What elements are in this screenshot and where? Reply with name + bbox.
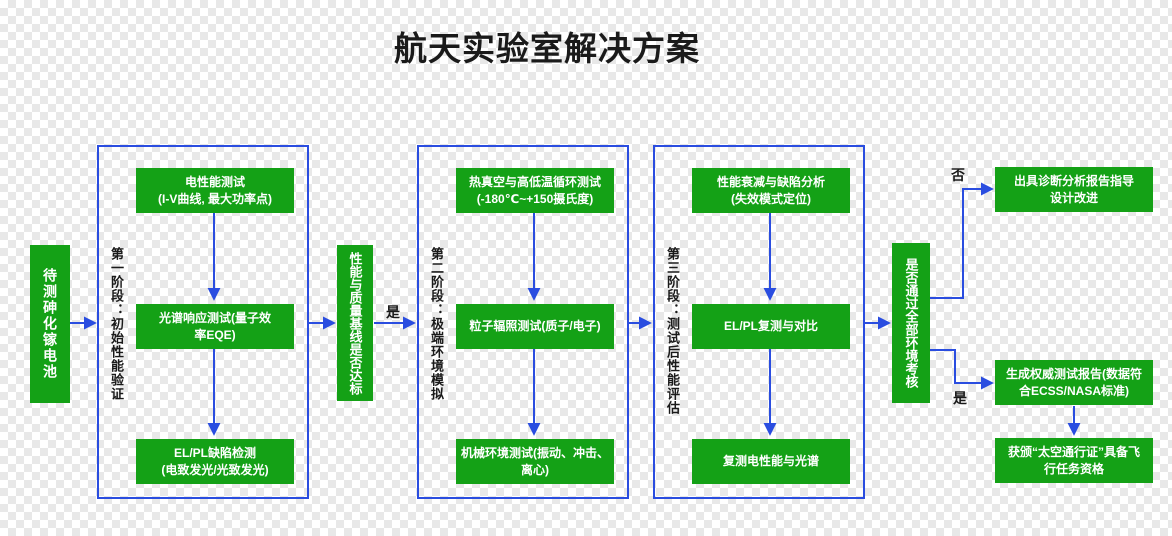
decision-env-node: 是否通过全部环境考核: [892, 243, 930, 403]
stage-3-step-2: EL/PL复测与对比: [692, 304, 850, 349]
stage-1-step-1: 电性能测试 (I-V曲线, 最大功率点): [136, 168, 294, 213]
stage-2-step-2: 粒子辐照测试(质子/电子): [456, 304, 614, 349]
stage-1-container: 第一阶段：初始性能验证 电性能测试 (I-V曲线, 最大功率点) 光谱响应测试(…: [97, 145, 309, 499]
stage-3-step-1: 性能衰减与缺陷分析 (失效模式定位): [692, 168, 850, 213]
branch-label-baseline-yes: 是: [386, 304, 400, 320]
decision-baseline-node: 性能与质量基线是否达标: [337, 245, 373, 401]
outcome-certificate-box: 获颁“太空通行证”具备飞 行任务资格: [995, 438, 1153, 483]
branch-label-env-no: 否: [951, 167, 965, 183]
stage-2-container: 第二阶段：极端环境模拟 热真空与高低温循环测试 (-180℃~+150摄氏度) …: [417, 145, 629, 499]
stage-1-step-3: EL/PL缺陷检测 (电致发光/光致发光): [136, 439, 294, 484]
outcome-diagnosis-box: 出具诊断分析报告指导 设计改进: [995, 167, 1153, 212]
stage-1-step-2: 光谱响应测试(量子效 率EQE): [136, 304, 294, 349]
stage-3-container: 第三阶段：测试后性能评估 性能衰减与缺陷分析 (失效模式定位) EL/PL复测与…: [653, 145, 865, 499]
input-node-label: 待测砷化镓电池: [42, 268, 58, 380]
stage-2-step-3: 机械环境测试(振动、冲击、 离心): [456, 439, 614, 484]
stage-1-label: 第一阶段：初始性能验证: [109, 247, 124, 401]
stage-2-step-1: 热真空与高低温循环测试 (-180℃~+150摄氏度): [456, 168, 614, 213]
outcome-report-box: 生成权威测试报告(数据符 合ECSS/NASA标准): [995, 360, 1153, 405]
branch-label-env-yes: 是: [953, 390, 967, 406]
stage-3-step-3: 复测电性能与光谱: [692, 439, 850, 484]
decision-baseline-label: 性能与质量基线是否达标: [347, 251, 363, 395]
input-node: 待测砷化镓电池: [30, 245, 70, 403]
stage-2-label: 第二阶段：极端环境模拟: [429, 247, 444, 401]
arrow-env-yes-branch: [930, 349, 994, 390]
page-title: 航天实验室解决方案: [394, 30, 700, 67]
arrow-env-no-branch: [930, 182, 994, 299]
stage-3-label: 第三阶段：测试后性能评估: [665, 247, 680, 415]
decision-env-label: 是否通过全部环境考核: [903, 258, 919, 388]
